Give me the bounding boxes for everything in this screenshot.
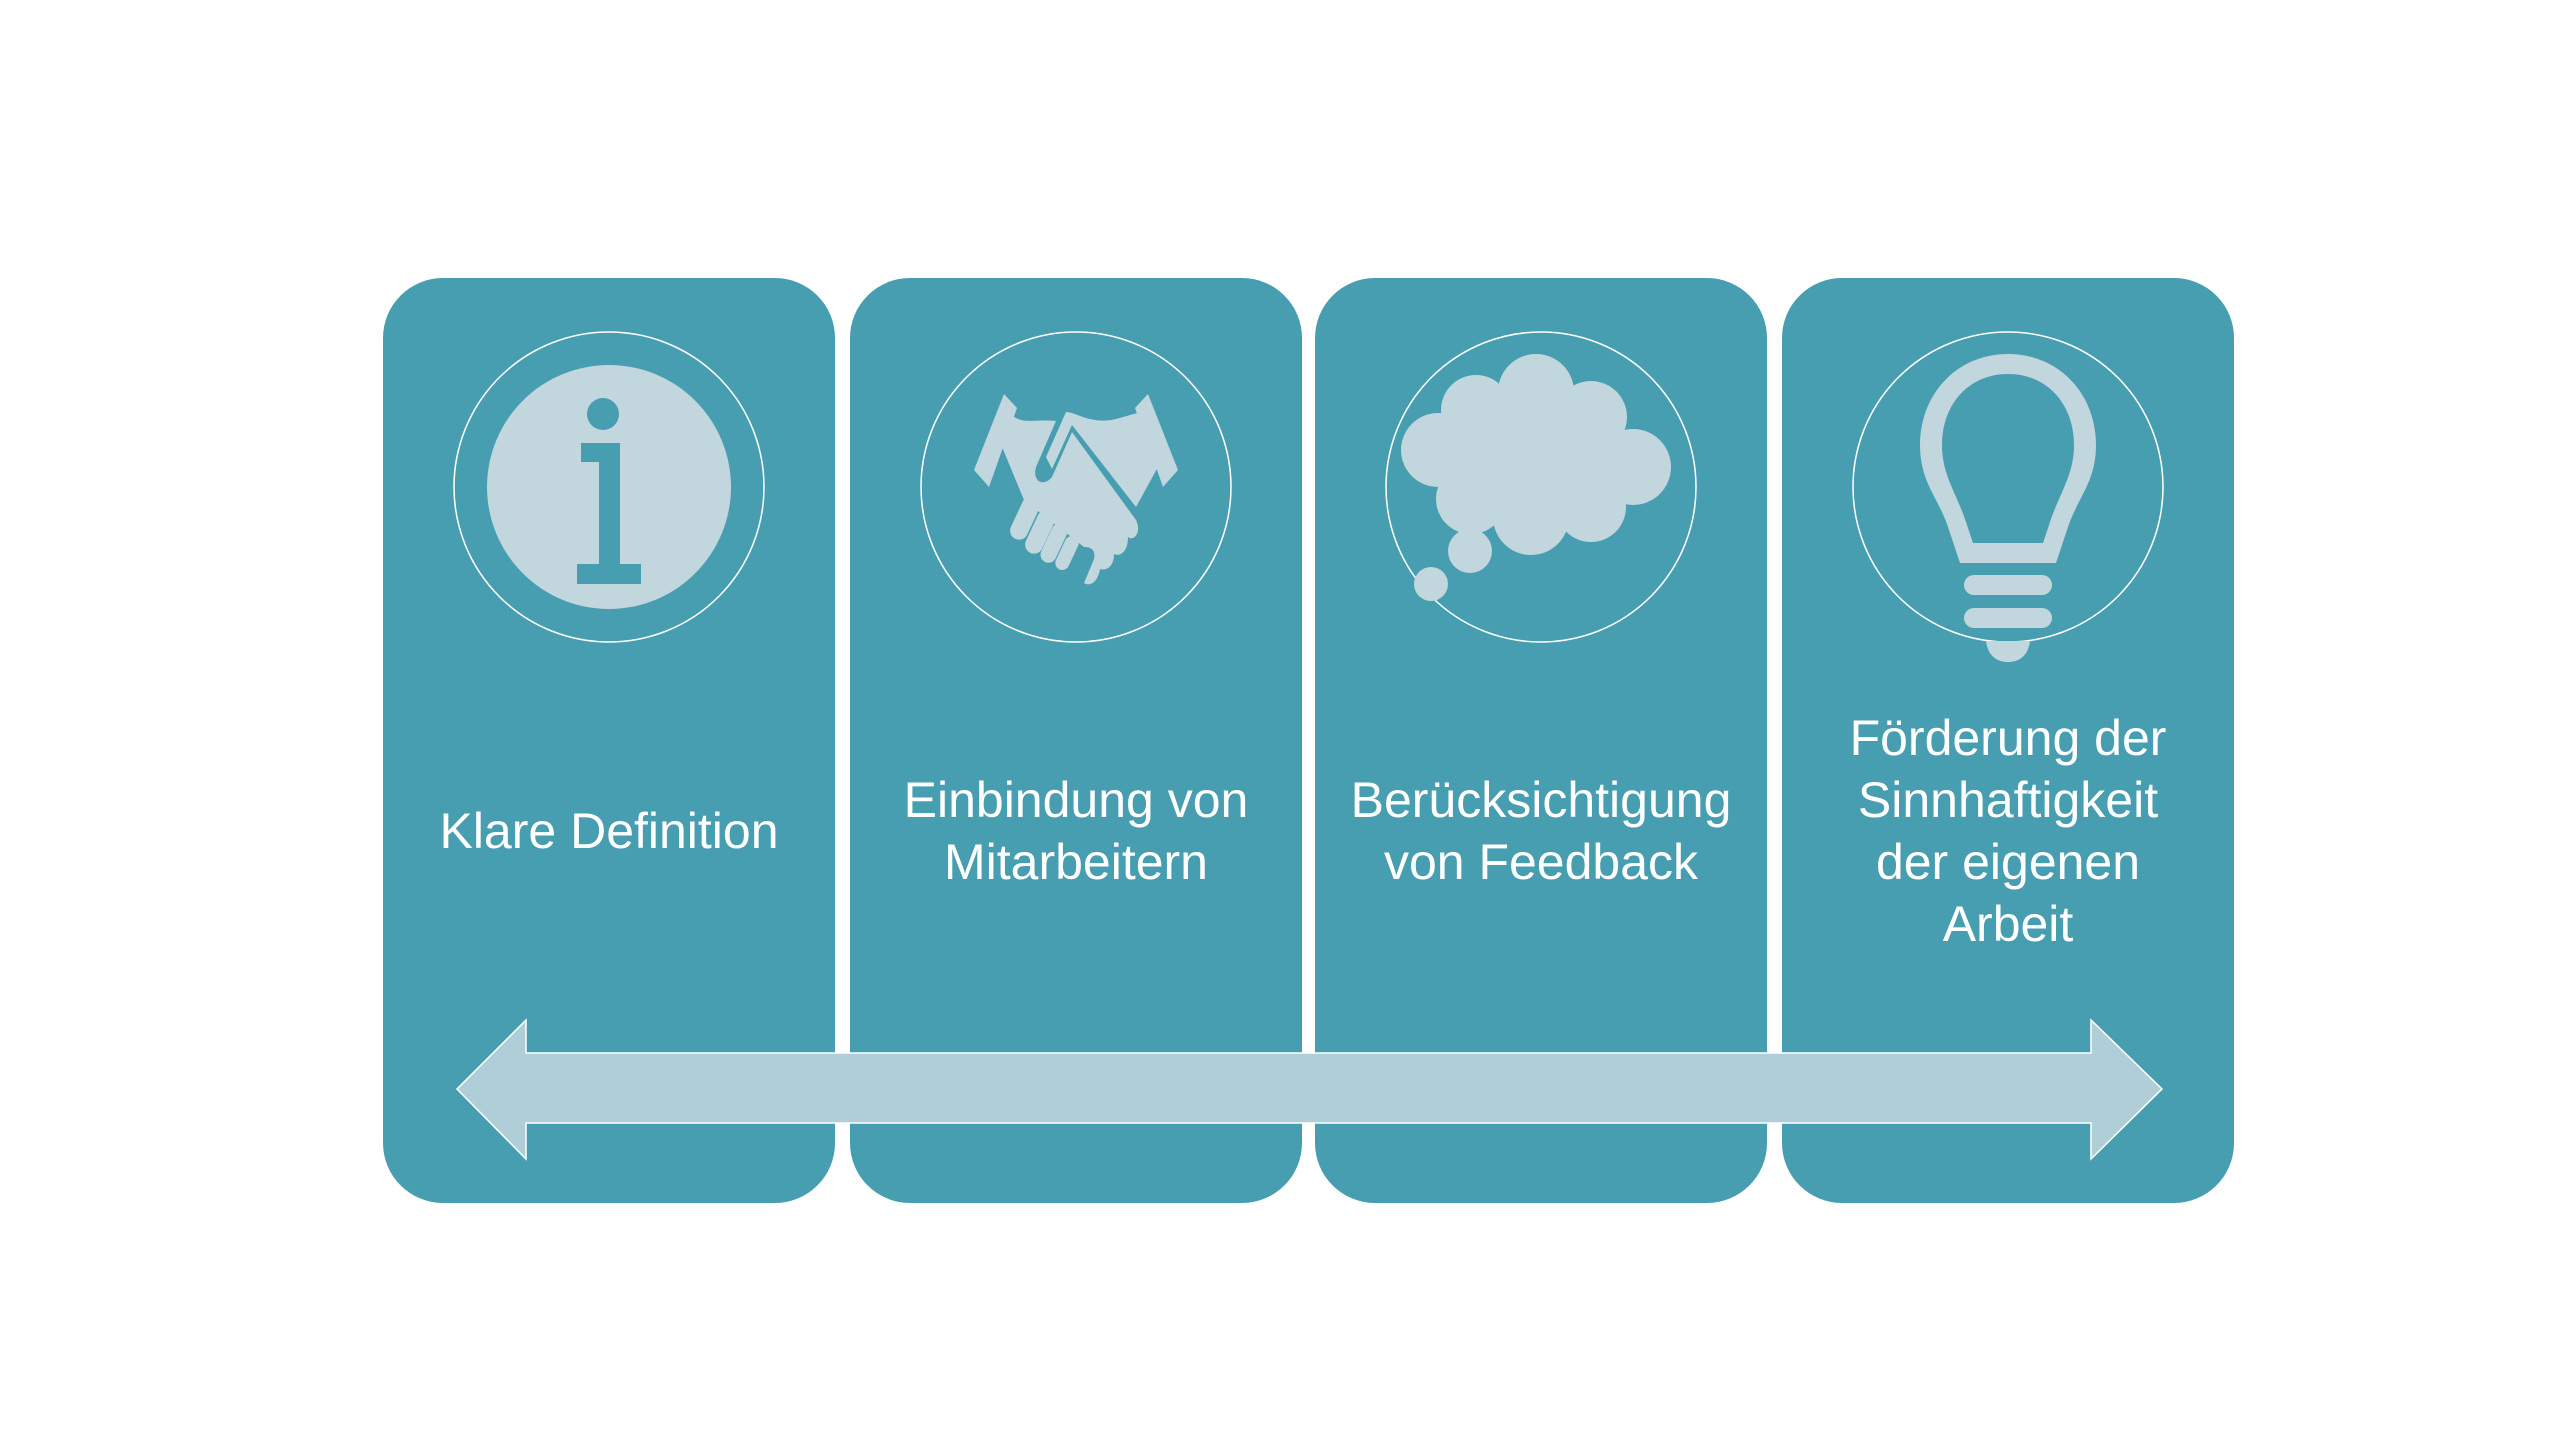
label-line: Sinnhaftigkeit [1857, 772, 2159, 828]
step-card-meaningfulness: Förderung der Sinnhaftigkeit der eigenen… [1782, 278, 2234, 1203]
step-label: Förderung der Sinnhaftigkeit der eigenen… [1782, 707, 2234, 955]
info-icon [487, 365, 731, 609]
icon-ring [1385, 331, 1697, 643]
step-label: Klare Definition [383, 800, 835, 862]
handshake-icon [974, 394, 1178, 585]
label-line: der eigenen [1875, 834, 2141, 890]
label-line: Klare Definition [439, 803, 779, 859]
label-line: Arbeit [1942, 896, 2074, 952]
label-line: Mitarbeitern [944, 834, 1208, 890]
label-line: von Feedback [1383, 834, 1699, 890]
label-line: Einbindung von [903, 772, 1249, 828]
step-label: Einbindung von Mitarbeitern [850, 769, 1302, 893]
icon-ring [920, 331, 1232, 643]
icon-ring [1852, 331, 2164, 643]
step-label: Berücksichtigung von Feedback [1315, 769, 1767, 893]
lightbulb-icon [1920, 354, 2096, 662]
double-arrow [455, 1018, 2164, 1161]
step-card-employee-involvement: Einbindung von Mitarbeitern [850, 278, 1302, 1203]
thought-cloud-icon [1401, 354, 1671, 601]
label-line: Förderung der [1849, 710, 2167, 766]
label-line: Berücksichtigung [1350, 772, 1732, 828]
icon-ring [453, 331, 765, 643]
